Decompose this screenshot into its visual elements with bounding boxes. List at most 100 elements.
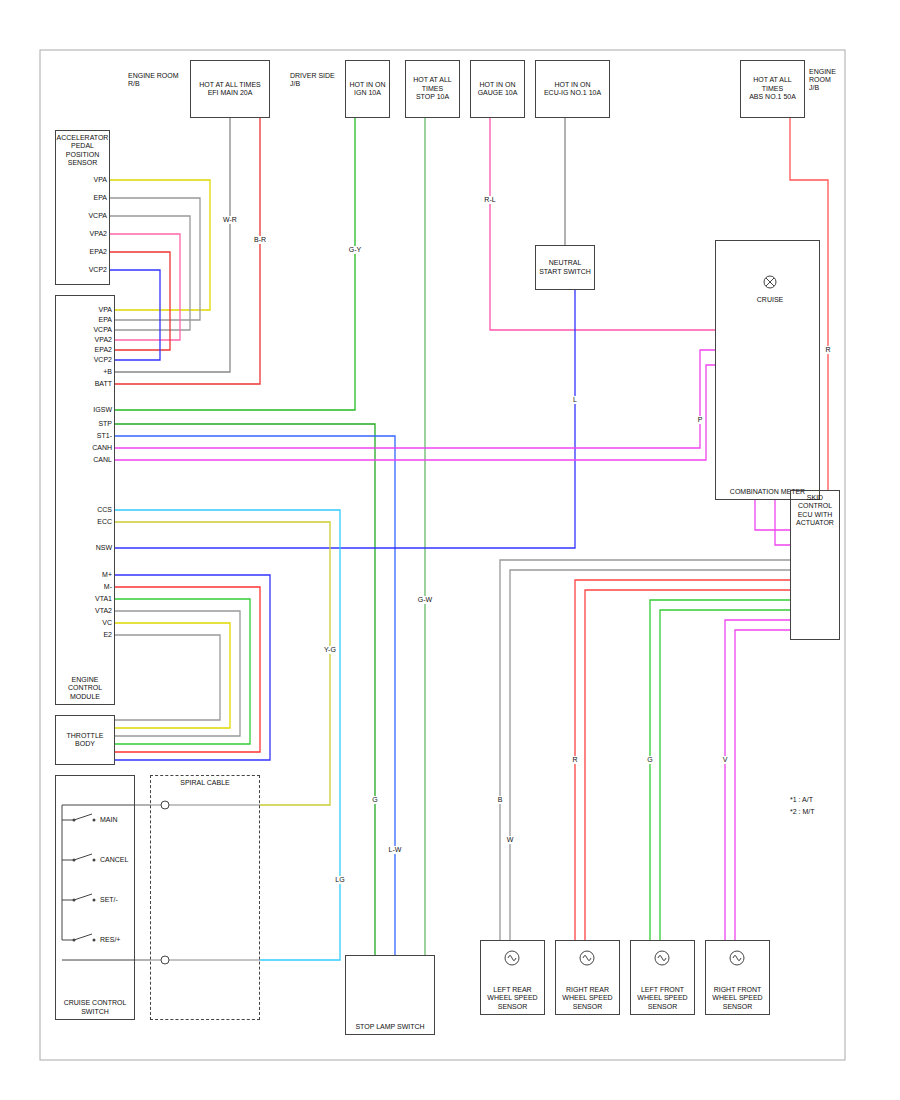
node-text: THROTTLE BODY	[59, 732, 111, 749]
node-text: LEFT FRONT WHEEL SPEED SENSOR	[634, 986, 691, 1011]
pin-name: M-	[104, 583, 112, 591]
node-text: STOP 10A	[416, 93, 449, 101]
meter-box: COMBINATION METER	[715, 240, 820, 500]
switch-assembly: CRUISE CONTROL SWITCH	[55, 775, 135, 1020]
node-text: SPIRAL CABLE	[180, 779, 230, 787]
sensor-symbol	[508, 956, 516, 961]
location-label: DRIVER SIDE J/B	[290, 72, 340, 88]
lamp-symbol	[766, 278, 774, 286]
fuse-box: HOT IN ONECU-IG NO.1 10A	[535, 60, 610, 118]
wire	[135, 804, 150, 805]
node-text: ACCELERATOR PEDAL POSITION SENSOR	[57, 134, 109, 168]
switch-contact	[73, 899, 76, 902]
wire	[115, 599, 250, 744]
pin-name: VCPA	[93, 326, 112, 334]
node-text: LEFT REAR WHEEL SPEED SENSOR	[484, 986, 541, 1011]
control-unit: SKID CONTROL ECU WITH ACTUATOR	[790, 490, 840, 640]
wire-color: Y-G	[323, 646, 337, 654]
note: *1 : A/T	[790, 796, 813, 804]
switch-box: NEUTRAL START SWITCH	[535, 245, 595, 290]
node-text: CRUISE CONTROL SWITCH	[59, 999, 131, 1016]
switch-name: RES/+	[100, 936, 120, 944]
wheel-sensor: LEFT FRONT WHEEL SPEED SENSOR	[630, 940, 695, 1015]
sensor-symbol	[733, 956, 741, 961]
switch-symbol	[62, 854, 92, 860]
node-text: HOT AT ALL TIMES	[744, 76, 801, 93]
wire	[115, 587, 260, 752]
wire-color: L-W	[388, 846, 403, 854]
wire	[115, 623, 230, 728]
wire	[115, 510, 340, 960]
wire-color: V	[722, 756, 729, 764]
sensor-symbol	[505, 951, 519, 965]
wheel-sensor: RIGHT REAR WHEEL SPEED SENSOR	[555, 940, 620, 1015]
note: *2 : M/T	[790, 808, 815, 816]
pin-name: VCP2	[94, 356, 112, 364]
wire-color: G-W	[417, 596, 433, 604]
wire-color: B-R	[253, 236, 267, 244]
wire	[115, 118, 355, 410]
wire	[790, 118, 828, 490]
pin-name: ST1-	[97, 432, 112, 440]
wire	[575, 580, 790, 940]
wire-color: G-Y	[348, 246, 362, 254]
wire	[424, 118, 425, 955]
wire	[135, 959, 150, 960]
node-text: HOT IN ON	[554, 81, 590, 89]
switch-box: STOP LAMP SWITCH	[345, 955, 435, 1035]
pin-name: VPA	[99, 306, 113, 314]
switch-symbol	[62, 934, 92, 940]
wheel-sensor: LEFT REAR WHEEL SPEED SENSOR	[480, 940, 545, 1015]
wire	[564, 118, 565, 245]
wire-color: LG	[334, 876, 345, 884]
pin-name: EPA2	[95, 346, 112, 354]
pin-name: CCS	[97, 506, 112, 514]
pin-name: VPA2	[90, 230, 107, 238]
spiral-terminal	[161, 801, 169, 809]
wire	[660, 610, 790, 940]
spiral-terminal	[161, 956, 169, 964]
wire	[115, 290, 575, 548]
node-text: HOT AT ALL TIMES	[409, 76, 456, 93]
wire	[490, 118, 715, 330]
switch-contact	[93, 939, 96, 942]
pin-name: VTA1	[95, 595, 112, 603]
indicator-name: CRUISE	[757, 296, 783, 304]
location-label: ENGINE ROOM J/B	[809, 68, 842, 92]
sensor-symbol	[580, 951, 594, 965]
sensor-symbol	[658, 956, 666, 961]
wire-color: L	[572, 396, 578, 404]
throttle-body: THROTTLE BODY	[55, 715, 115, 765]
fuse-box: HOT IN ONGAUGE 10A	[470, 60, 525, 118]
node-text: ENGINE CONTROL MODULE	[59, 676, 111, 701]
pin-name: CANL	[93, 456, 112, 464]
wire-color: W	[506, 836, 515, 844]
switch-name: MAIN	[100, 816, 118, 824]
wire	[585, 590, 790, 940]
fuse-box: HOT AT ALL TIMESSTOP 10A	[405, 60, 460, 118]
switch-rail	[62, 805, 135, 940]
pin-name: EPA2	[90, 248, 107, 256]
wire-color: G	[371, 796, 378, 804]
node-text: STOP LAMP SWITCH	[355, 1023, 424, 1031]
pin-name: VC	[102, 619, 112, 627]
sensor-symbol	[655, 951, 669, 965]
wire	[115, 522, 330, 805]
wire	[115, 118, 230, 372]
wire-color: R	[824, 346, 831, 354]
fuse-box: HOT AT ALL TIMESABS NO.1 50A	[740, 60, 805, 118]
pin-name: M+	[102, 571, 112, 579]
location-label: ENGINE ROOM R/B	[128, 72, 183, 88]
wire	[115, 424, 375, 955]
sensor-connector: ACCELERATOR PEDAL POSITION SENSOR	[55, 130, 110, 285]
wire	[115, 611, 240, 736]
wire	[115, 436, 395, 955]
wire	[110, 270, 160, 360]
wire-color: R	[571, 756, 578, 764]
wire	[650, 600, 790, 940]
pin-name: STP	[98, 420, 112, 428]
switch-contact	[73, 859, 76, 862]
switch-name: SET/-	[100, 896, 118, 904]
wire-color: W-R	[222, 216, 238, 224]
node-text: GAUGE 10A	[478, 89, 518, 97]
